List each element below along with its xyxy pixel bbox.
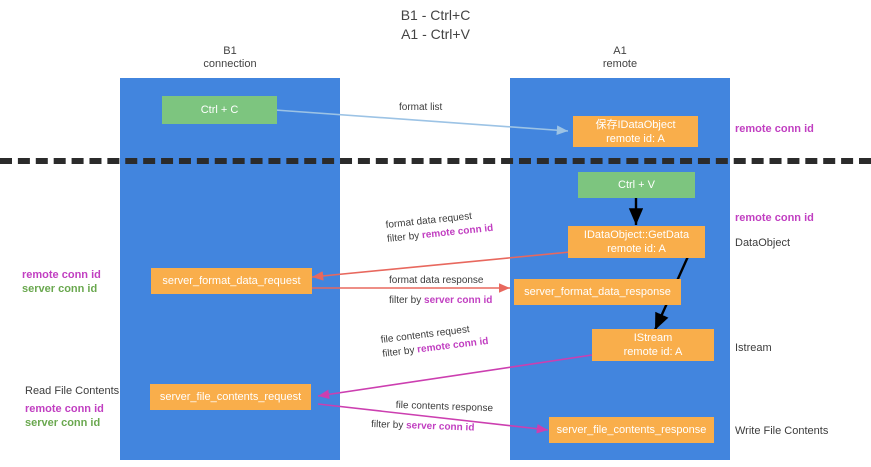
- node-ctrl-v[interactable]: Ctrl + V: [578, 172, 695, 198]
- filter-prefix: filter by: [370, 418, 407, 432]
- title-line-2: A1 - Ctrl+V: [401, 26, 470, 42]
- lane-header-b1: B1 connection: [120, 45, 340, 71]
- edge-label-file-contents-response: file contents response filter by server …: [371, 398, 493, 436]
- node-save-idataobject-title: 保存IDataObject: [595, 118, 676, 131]
- page-title: B1 - Ctrl+C A1 - Ctrl+V: [0, 6, 871, 44]
- annotation-dataobject: DataObject: [735, 237, 791, 249]
- node-istream-sub: remote id: A: [623, 346, 683, 358]
- edge-label-format-data-response-title: format data response: [389, 275, 484, 286]
- node-idataobject-getdata-sub: remote id: A: [607, 243, 666, 255]
- annotation-left-remote-conn-id-bot: remote conn id: [25, 403, 104, 415]
- phase-divider: [0, 158, 871, 164]
- node-idataobject-getdata[interactable]: IDataObject::GetData remote id: A: [568, 226, 705, 258]
- node-save-idataobject-sub: remote id: A: [606, 132, 665, 145]
- node-server-file-contents-request[interactable]: server_file_contents_request: [150, 384, 311, 410]
- annotation-left-server-conn-id-mid: server conn id: [22, 283, 98, 295]
- lane-header-b1-name: B1: [223, 45, 237, 57]
- annotation-remote-conn-id-mid: remote conn id: [735, 212, 814, 224]
- filter-prefix: filter by: [381, 344, 418, 360]
- edge-label-format-list: format list: [399, 101, 442, 115]
- node-istream-title: IStream: [633, 332, 673, 344]
- edge-file-contents-response: [317, 403, 549, 434]
- annotation-left-server-conn-id-bot: server conn id: [25, 417, 101, 429]
- node-save-idataobject[interactable]: 保存IDataObject remote id: A: [573, 116, 698, 147]
- node-server-format-data-request-label: server_format_data_request: [162, 275, 301, 287]
- node-ctrl-v-label: Ctrl + V: [618, 179, 655, 191]
- node-ctrl-c-label: Ctrl + C: [200, 104, 239, 116]
- node-server-format-data-response-label: server_format_data_response: [524, 286, 671, 298]
- edge-label-format-list-title: format list: [399, 102, 443, 113]
- node-server-format-data-request[interactable]: server_format_data_request: [151, 268, 312, 294]
- lane-header-a1-name: A1: [613, 45, 627, 57]
- edge-file-contents-request: [317, 354, 593, 400]
- filter-key-server-conn-id: server conn id: [424, 295, 493, 306]
- node-idataobject-getdata-title: IDataObject::GetData: [583, 229, 690, 241]
- edge-label-file-contents-response-title: file contents response: [395, 399, 494, 415]
- node-server-file-contents-request-label: server_file_contents_request: [159, 391, 302, 403]
- filter-key-server-conn-id: server conn id: [405, 420, 475, 434]
- lane-header-a1: A1 remote: [510, 45, 730, 71]
- node-server-file-contents-response-label: server_file_contents_response: [556, 424, 707, 436]
- edge-label-format-data-response-filter: filter by server conn id: [389, 294, 492, 308]
- edge-format-list: [274, 109, 569, 135]
- annotation-remote-conn-id-top: remote conn id: [735, 123, 814, 135]
- node-server-file-contents-response[interactable]: server_file_contents_response: [549, 417, 714, 443]
- node-ctrl-c[interactable]: Ctrl + C: [162, 96, 277, 124]
- annotation-istream: Istream: [735, 342, 772, 354]
- lane-header-a1-sub: remote: [602, 58, 638, 70]
- lane-header-b1-sub: connection: [203, 58, 257, 70]
- annotation-write-file-contents: Write File Contents: [735, 425, 829, 437]
- node-istream[interactable]: IStream remote id: A: [592, 329, 714, 361]
- filter-prefix: filter by: [386, 230, 423, 245]
- edge-label-format-data-response: format data response filter by server co…: [389, 274, 492, 308]
- filter-prefix: filter by: [389, 295, 425, 306]
- node-server-format-data-response[interactable]: server_format_data_response: [514, 279, 681, 305]
- edge-format-data-request: [311, 251, 571, 281]
- title-line-1: B1 - Ctrl+C: [400, 7, 471, 23]
- annotation-read-file-contents: Read File Contents: [25, 385, 120, 397]
- annotation-left-remote-conn-id-mid: remote conn id: [22, 269, 101, 281]
